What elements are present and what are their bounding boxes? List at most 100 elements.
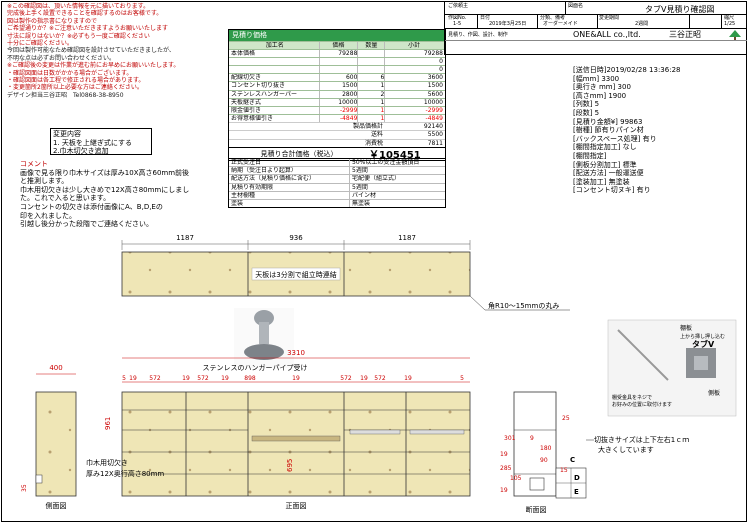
total-value: ￥105451 [369, 150, 421, 162]
estimate-cell: 本体価格 [229, 50, 320, 58]
side-small-dim: 35 [21, 484, 28, 492]
comment-line: 巾木用切欠きは少し大きめで12X高さ80mmにしまし [20, 185, 190, 194]
letter-c: C [570, 456, 575, 464]
changes-item: 2.巾木切欠き追加 [53, 147, 109, 156]
total-label: 見積り合計価格（税込） [260, 149, 338, 158]
photo-brand: タブV [692, 339, 715, 349]
estimate-cell [229, 58, 320, 66]
spec-line: [高さmm] 1900 [573, 91, 627, 100]
overall-width: 3310 [287, 349, 305, 357]
sub-dimension: 19 [221, 375, 229, 382]
changes-box: 変更内容 1. 天板を上継ぎ式にする 2.巾木切欠き追加 [50, 128, 152, 155]
col-header: 小計 [408, 42, 421, 49]
letter-e: E [574, 488, 579, 496]
estimate-cell: 600 [320, 74, 359, 82]
estimate-cell: -2999 [320, 106, 359, 114]
estimate-cell: -2999 [425, 106, 443, 114]
tb-scale: 1/25 [724, 21, 736, 27]
spec-line: [見積り金額¥] 99863 [573, 117, 643, 126]
round-corner-label: 角R10～15mmの丸み [488, 301, 559, 310]
comment-line: 画像で見る限り巾木サイズは厚み10X高さ60mm前後 [20, 168, 190, 177]
sum-label: 送料 [370, 131, 383, 139]
col-header: 加工名 [229, 42, 320, 50]
note-line: 図は製作の指示書になりますので [7, 17, 98, 25]
order-row: 主材樹種パイン材 [229, 190, 445, 199]
sub-dimension: 898 [244, 375, 256, 382]
estimate-cell: 1500 [427, 82, 443, 90]
side-width: 400 [49, 364, 62, 372]
estimate-cell [358, 58, 386, 66]
sum-row: 送料 5500 [229, 130, 445, 138]
estimate-cell [358, 50, 386, 58]
section-dimension: 301 [504, 435, 516, 442]
note-emphasis: ※ご注意いただきますようお願いいたします [49, 25, 169, 33]
hanger-label: ステンレスのハンガーパイプ受け [203, 363, 308, 372]
estimate-cell: -4849 [425, 114, 443, 122]
estimate-title: 見積り価格 [229, 30, 445, 41]
sub-dimension: 572 [149, 375, 161, 382]
order-key: 納期（受注日より起算） [229, 167, 350, 175]
estimate-cell: 1 [358, 106, 386, 114]
order-key: 塗装 [229, 199, 350, 208]
note-emphasis: ※必ずもう一度ご確認ください [67, 32, 150, 40]
letter-d: D [574, 474, 580, 482]
side-view [35, 373, 77, 497]
sub-dimension: 19 [182, 375, 190, 382]
section-dimension: 15 [560, 467, 568, 474]
estimate-row: 0 [229, 57, 445, 66]
tb-label-items: 見積り、作図、設計、制作 [448, 32, 508, 38]
estimate-cell: -4849 [320, 114, 359, 122]
sub-dimension: 572 [340, 375, 352, 382]
estimate-cell: 2800 [320, 90, 359, 98]
sum-value: 92140 [423, 122, 443, 130]
note-line: ・変更箇所2箇所以上必要な方はご連絡ください。 [7, 84, 143, 92]
sub-dimension: 5 [122, 375, 126, 382]
estimate-cell: 0 [439, 66, 443, 74]
order-row: 納期（受注日より起算）5週間 [229, 166, 445, 175]
spec-info: [送信日時]2019/02/28 13:36:28[幅mm] 3300[奥行き … [573, 66, 733, 195]
view-side-label: 側面図 [46, 501, 67, 510]
total-row: 見積り合計価格（税込） ￥105451 [229, 146, 445, 162]
order-value: 無塗装 [352, 199, 371, 207]
estimate-cell: お得意様値引き [229, 114, 320, 122]
order-key: 正式受注日 [229, 159, 350, 167]
estimate-cell: 2 [358, 90, 386, 98]
tb-company: ONE&ALL co.,ltd. [573, 30, 641, 39]
top-split-label: 天板は3分割で組立時連結 [255, 270, 336, 279]
tb-label-no: 作図No. [448, 15, 467, 21]
order-row: 塗装無塗装 [229, 198, 445, 208]
photo-label-shelf: 棚板 [680, 324, 692, 332]
note-line: 十分にご確認ください。 [7, 40, 73, 48]
col-header: 価格 [320, 42, 359, 50]
order-value: パイン材 [352, 191, 377, 199]
tb-label-customer: ご依頼主 [448, 3, 469, 9]
sub-dimension: 19 [404, 375, 412, 382]
estimate-cell: 79288 [320, 50, 359, 58]
sum-value: 5500 [427, 131, 443, 139]
spec-line: [棚間指定] [573, 151, 607, 160]
skirting-label-2: 厚み12X奥行高さ80mm [86, 469, 164, 478]
tree-logo-icon [729, 30, 741, 40]
front-view [121, 357, 471, 497]
photo-label-insert: 上から挿し押し込む [680, 333, 725, 340]
view-front-label: 正面図 [286, 502, 307, 510]
spec-line: [樹種] 節有りパイン材 [573, 126, 644, 135]
sub-dimension: 5 [460, 375, 464, 382]
inner-height: 695 [286, 459, 294, 472]
tb-drawing-name: タブV見積り確認図 [645, 5, 715, 14]
comment-line: コンセントの切欠きは添付画像にA、B,D,Eの [20, 202, 163, 211]
col-header: 数量 [358, 42, 386, 50]
front-height: 961 [104, 417, 112, 430]
top-view [121, 240, 570, 311]
estimate-cell: 10000 [320, 98, 359, 106]
